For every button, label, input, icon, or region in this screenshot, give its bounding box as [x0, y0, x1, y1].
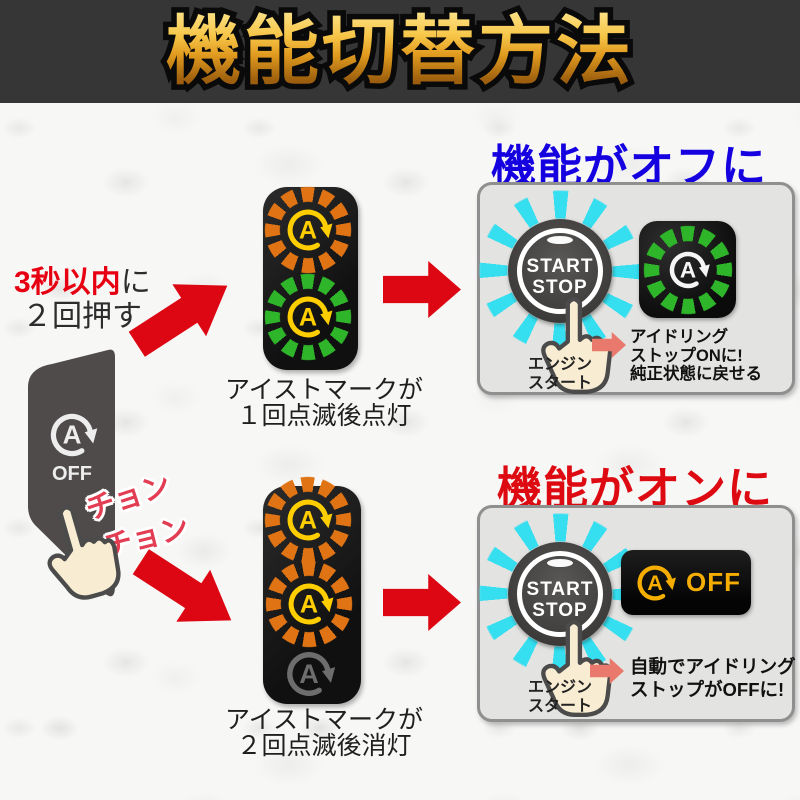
indicator-blink-orange-1	[264, 476, 352, 564]
step1-caption-line2: １回点滅後点灯	[236, 402, 412, 430]
start-button-ring	[517, 551, 603, 637]
idling-stop-icon	[631, 559, 679, 607]
indicator-display-step1	[263, 186, 358, 370]
panel-function-on: START STOP エンジン スタート OFF 自動でアイドリング ストップが…	[477, 505, 798, 722]
step1-caption: アイストマークが １回点滅後点灯	[204, 377, 444, 429]
arrow-right-bottom-icon	[383, 574, 461, 631]
result-line3: 純正状態に戻せる	[630, 365, 762, 383]
indicator-lit-green	[264, 273, 352, 361]
step2-caption-line2: ２回点滅後消灯	[236, 732, 412, 760]
result-line1: アイドリング	[630, 328, 729, 346]
green-dash-ring-icon	[642, 224, 733, 315]
page-title-outline: 機能切替方法	[0, 0, 800, 103]
start-button-slot	[547, 559, 573, 567]
result-line2: ストップONに!	[630, 346, 743, 365]
stop-label: STOP	[532, 277, 588, 298]
engine-caption-line1: エンジン	[527, 356, 592, 373]
start-label: START	[526, 256, 594, 277]
press-instruction-line1: 3秒以内に	[14, 266, 214, 300]
engine-caption-line2: スタート	[527, 375, 592, 392]
press-instruction: 3秒以内に ２回押す	[14, 266, 214, 334]
press-instruction-highlight: 3秒以内	[14, 266, 121, 299]
engine-caption-line2: スタート	[527, 698, 592, 715]
start-label: START	[526, 579, 594, 600]
green-dash-ring-icon	[264, 273, 352, 361]
start-button-label: START STOP	[508, 542, 612, 646]
green-lit-cluster	[642, 224, 733, 315]
page-title: 機能切替方法 機能切替方法	[0, 0, 800, 103]
device-button	[28, 349, 115, 597]
start-stop-button: START STOP	[508, 542, 612, 646]
press-instruction-line2: ２回押す	[22, 300, 142, 333]
step2-caption-line1: アイストマークが	[224, 706, 423, 734]
start-button-label: START STOP	[508, 219, 612, 323]
start-stop-button: START STOP	[508, 219, 612, 323]
start-button-slot	[547, 236, 573, 244]
idling-stop-on-lamp	[639, 221, 736, 318]
panel-function-off: START STOP エンジン スタート アイドリング ストップONに! 純正状…	[477, 182, 795, 395]
stop-label: STOP	[532, 600, 588, 621]
result-line2: ストップがOFFに!	[630, 679, 785, 700]
device-button-off-label: OFF	[52, 463, 92, 485]
indicator-blink-orange-2	[265, 560, 353, 648]
step1-caption-line1: アイストマークが	[224, 376, 423, 404]
page-title-text: 機能切替方法	[165, 9, 634, 93]
panel-on-result-text: 自動でアイドリング ストップがOFFに!	[630, 655, 798, 701]
indicator-display-step2	[263, 476, 361, 704]
engine-caption-line1: エンジン	[527, 679, 592, 696]
engine-start-caption: エンジン スタート	[500, 678, 620, 716]
step2-caption: アイストマークが ２回点滅後消灯	[204, 707, 444, 759]
press-instruction-suffix: に	[120, 266, 151, 299]
orange-dash-ring-icon	[264, 476, 352, 564]
start-button-ring	[517, 228, 603, 314]
orange-dash-ring-icon	[264, 186, 352, 274]
indicator-blink-orange	[264, 186, 352, 274]
off-lamp-label: OFF	[686, 567, 741, 597]
engine-start-caption: エンジン スタート	[500, 355, 620, 393]
arrow-right-top-icon	[383, 261, 461, 318]
title-banner: 機能切替方法 機能切替方法	[0, 0, 800, 103]
orange-dash-ring-icon	[265, 560, 353, 648]
panel-off-result-text: アイドリング ストップONに! 純正状態に戻せる	[630, 328, 794, 384]
idling-stop-icon	[43, 406, 101, 464]
idling-stop-off-lamp: OFF	[621, 550, 751, 615]
idling-stop-icon-off	[279, 644, 339, 704]
result-line1: 自動でアイドリング	[630, 656, 796, 677]
